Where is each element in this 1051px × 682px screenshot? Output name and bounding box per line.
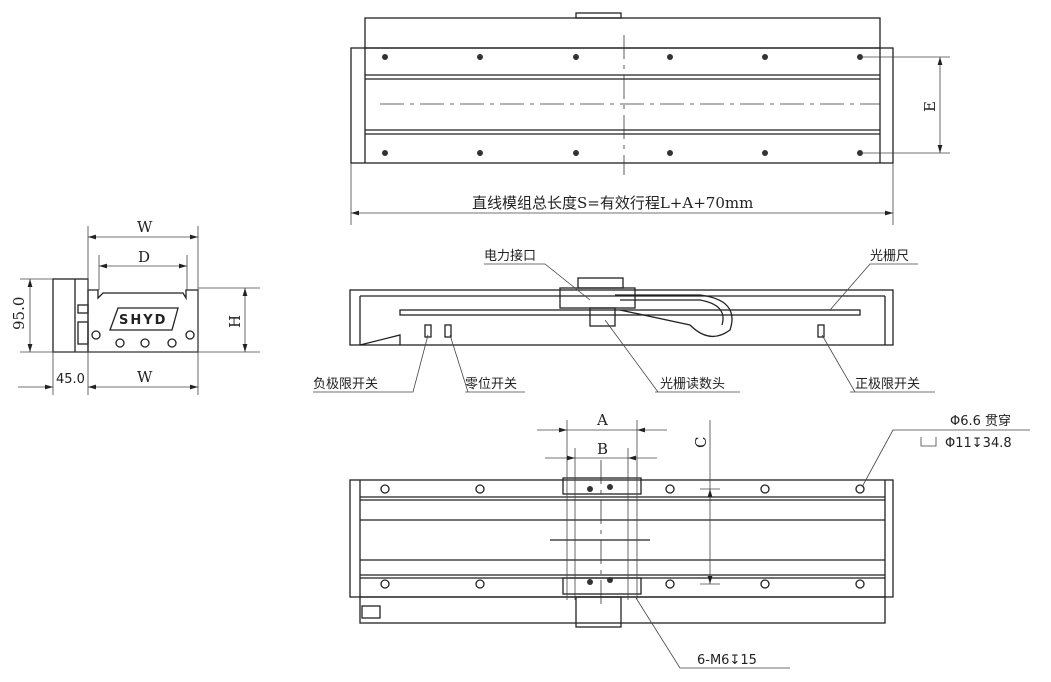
- grating-scale-label: 光栅尺: [870, 249, 909, 264]
- grating-head-label: 光栅读数头: [660, 377, 725, 392]
- dim-e: E: [921, 101, 939, 112]
- dim-d: D: [138, 248, 150, 266]
- dim-a: A: [596, 411, 608, 429]
- dim-height: 95.0: [10, 297, 28, 330]
- positive-limit-label: 正极限开关: [855, 377, 920, 392]
- total-length-label: 直线模组总长度S=有效行程L+A+70mm: [472, 194, 753, 212]
- power-port-label: 电力接口: [484, 248, 536, 264]
- dim-offset: 45.0: [56, 372, 85, 387]
- counterbore-label: Φ11↧34.8: [945, 436, 1012, 451]
- negative-limit-label: 负极限开关: [313, 377, 378, 392]
- dim-w-top: W: [137, 218, 153, 236]
- top-holes: [382, 54, 863, 156]
- front-view: 电力接口 光栅尺 负极限开关 零位开关 光栅读数头 正极限开关: [313, 248, 935, 393]
- hole-through-label: Φ6.6 贯穿: [950, 413, 1011, 429]
- thread-label: 6-M6↧15: [697, 653, 757, 668]
- dim-b: B: [597, 440, 608, 458]
- top-view: E 直线模组总长度S=有效行程L+A+70mm: [350, 12, 950, 225]
- mounting-holes: [91, 330, 195, 348]
- brand-logo: SHYD: [119, 313, 167, 328]
- side-view: SHYD W D 95.0 H 45.0 W: [10, 218, 260, 395]
- bottom-view: A B C Φ6.6 贯穿 Φ11↧34.8 6-M6↧15: [349, 411, 1030, 669]
- zero-switch-label: 零位开关: [465, 377, 517, 392]
- dim-c: C: [692, 437, 710, 448]
- bottom-holes: [380, 484, 865, 589]
- dim-w-bottom: W: [137, 368, 153, 386]
- dim-h: H: [226, 315, 244, 328]
